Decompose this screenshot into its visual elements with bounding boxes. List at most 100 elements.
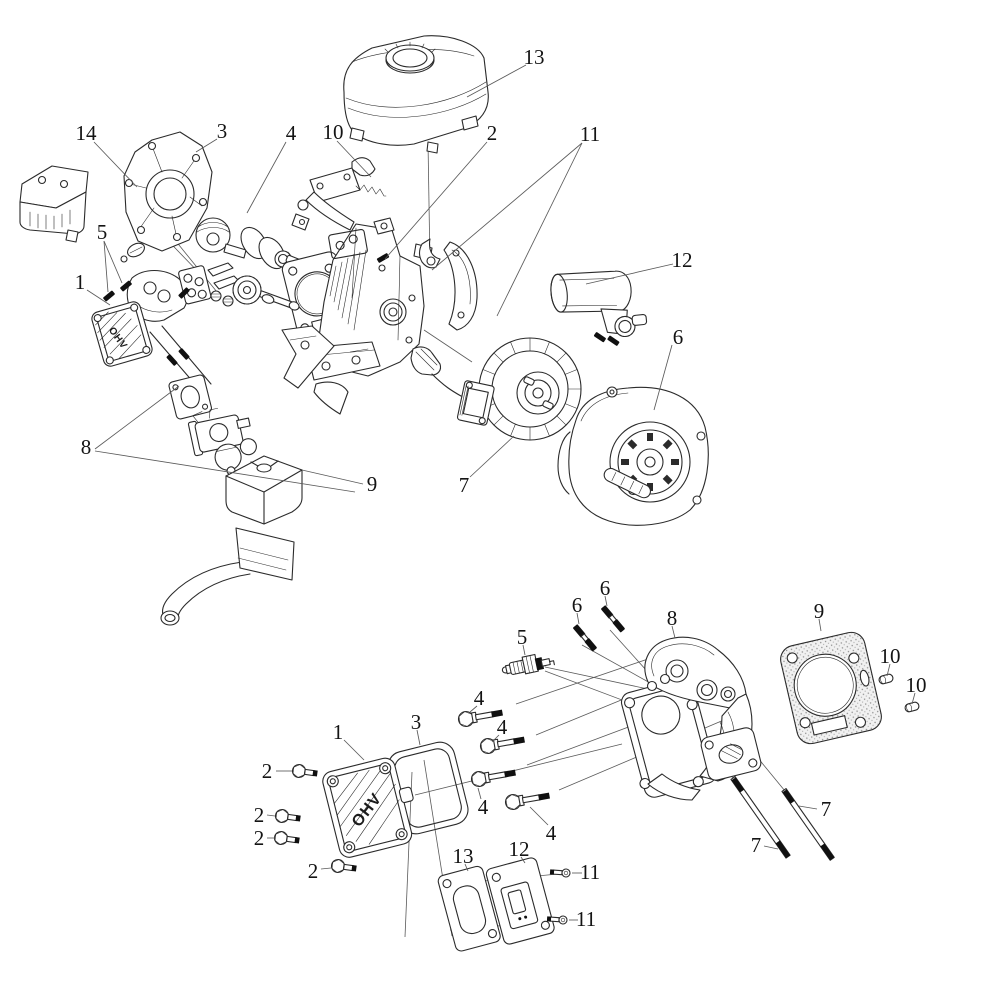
throttle-control-bracket-part [291,157,387,231]
flywheel-part [478,337,582,441]
callout-cylinder-head-7: 7 [751,833,762,857]
leader-line-engine-assembly-7 [469,435,515,478]
engine-block-part [305,217,433,381]
leader-line-engine-assembly-9 [301,469,364,485]
callout-cylinder-head-11: 11 [576,907,596,931]
leader-line-engine-assembly-5 [103,240,123,284]
leader-line-cylinder-head-7 [798,805,818,810]
callout-cylinder-head-2: 2 [254,826,265,850]
intake-spacer-part [168,374,213,420]
leader-line-cylinder-head-12 [520,856,526,864]
callout-engine-assembly-7: 7 [459,473,470,497]
callout-engine-assembly-14: 14 [76,121,98,145]
leader-line-cylinder-head-8 [671,625,676,639]
leader-line-cylinder-head-2 [266,814,276,817]
callout-cylinder-head-11: 11 [580,860,600,884]
leader-line-engine-assembly-1 [86,289,111,306]
fan-cover-part [557,386,709,526]
leader-line-engine-assembly-11 [496,142,583,317]
leader-line-cylinder-head-13 [464,863,469,872]
leader-line-cylinder-head-1 [343,739,365,761]
callout-cylinder-head-13: 13 [453,844,474,868]
head-bolt-part [503,787,552,812]
callout-cylinder-head-6: 6 [600,576,611,600]
shroud-clamp-part [418,238,441,269]
leader-line-engine-assembly-12 [585,263,674,285]
callout-engine-assembly-13: 13 [524,45,545,69]
starter-motor-part [550,270,648,347]
leader-line-cylinder-head-4 [469,705,478,713]
spark-plug-cap-part [410,346,462,397]
callout-engine-assembly-9: 9 [367,472,378,496]
leader-line-cylinder-head-2 [320,867,332,870]
callout-cylinder-head-10: 10 [906,673,927,697]
leader-line-cylinder-head-10 [886,663,891,677]
callout-engine-assembly-4: 4 [286,121,297,145]
leader-line-engine-assembly-5 [103,240,109,293]
heat-shield-part [281,325,349,415]
fuel-tank-part [343,35,489,154]
leader-line-cylinder-head-9 [818,618,822,632]
callout-cylinder-head-9: 9 [814,599,825,623]
callout-cylinder-head-4: 4 [497,715,508,739]
leader-line-engine-assembly-4 [246,141,287,214]
cover-bolt-part [291,763,319,781]
callout-engine-assembly-5: 5 [97,220,108,244]
callout-engine-assembly-1: 1 [75,270,86,294]
callout-cylinder-head-12: 12 [509,837,530,861]
leader-line-engine-assembly-8 [94,385,180,450]
muffler-part [19,165,89,243]
callout-engine-assembly-8: 8 [81,435,92,459]
crankcase-cover-part [120,131,213,263]
shroud-bracket-part [443,241,478,331]
callout-cylinder-head-10: 10 [880,644,901,668]
stud-part [600,604,626,634]
callout-engine-assembly-6: 6 [673,325,684,349]
callout-engine-assembly-2: 2 [487,121,498,145]
cylinder-head-exploded-diagram: OHV [273,604,921,952]
stud-part [572,623,598,653]
callout-cylinder-head-4: 4 [478,795,489,819]
cylinder-head-part [620,636,762,801]
callout-cylinder-head-2: 2 [262,759,273,783]
long-stud-part [781,788,835,861]
leader-line-engine-assembly-6 [653,344,673,411]
breather-gasket-part [437,865,501,952]
head-gasket-part [780,631,882,745]
callout-engine-assembly-10: 10 [323,120,344,144]
callout-cylinder-head-2: 2 [254,803,265,827]
leader-line-engine-assembly-11 [431,142,583,271]
leader-line-engine-assembly-8 [94,450,356,493]
callout-cylinder-head-4: 4 [474,686,485,710]
breather-screw-part [549,867,571,878]
callout-cylinder-head-6: 6 [572,593,583,617]
callout-engine-assembly-11: 11 [580,122,600,146]
callout-cylinder-head-5: 5 [517,625,528,649]
callout-cylinder-head-2: 2 [308,859,319,883]
callout-cylinder-head-1: 1 [333,720,344,744]
head-bolt-part [469,764,518,789]
cover-bolt-part [330,858,358,876]
breather-plate-part [485,857,555,945]
air-cleaner-part [160,455,303,626]
callout-engine-assembly-3: 3 [217,119,228,143]
leader-line-engine-assembly-3 [195,138,218,153]
valve-cover-part: OHV [322,757,414,858]
callout-cylinder-head-7: 7 [821,797,832,821]
ignition-coil-part [456,380,495,426]
dowel-pin-part [877,672,895,686]
leader-line-engine-assembly-10 [336,140,372,178]
long-stud-part [730,776,791,859]
leader-line-cylinder-head-4 [477,787,482,800]
camshaft-part [178,262,300,311]
leader-line-cylinder-head-10 [911,692,916,705]
engine-exploded-diagram: OHV [19,35,709,626]
leader-line-engine-assembly-13 [466,64,527,98]
leader-line-cylinder-head-3 [416,729,421,746]
valve-cover-part: OHV [91,301,153,367]
leader-line-cylinder-head-5 [522,644,526,656]
leader-line-cylinder-head-6 [576,612,580,625]
